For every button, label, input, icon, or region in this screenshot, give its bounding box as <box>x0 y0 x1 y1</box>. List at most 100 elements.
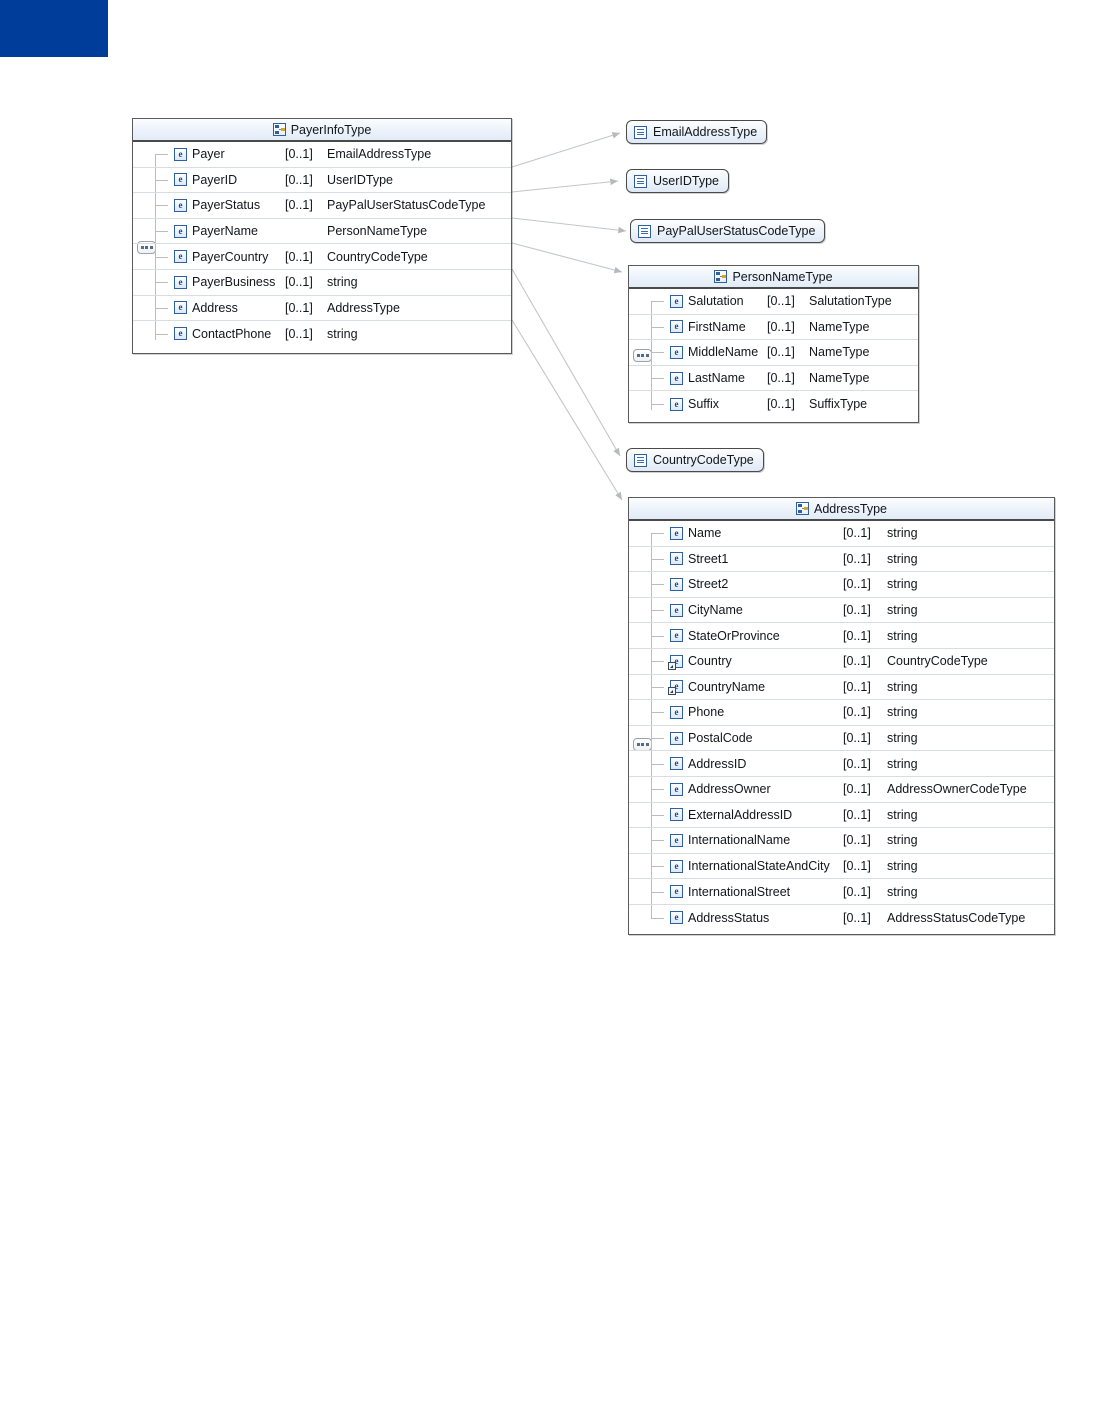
row-cardinality: [0..1] <box>843 577 871 592</box>
simple-type-paypaluserstatuscodetype[interactable]: PayPalUserStatusCodeType <box>630 219 826 243</box>
table-row[interactable]: e ExternalAddressID [0..1] string <box>629 803 1054 829</box>
simple-type-icon <box>638 224 651 238</box>
row-type: NameType <box>809 345 870 360</box>
simple-type-useridtype[interactable]: UserIDType <box>626 169 729 193</box>
row-element-name: Street1 <box>688 551 729 566</box>
complex-type-addresstype[interactable]: AddressType e Name [0..1] string e Stree… <box>628 497 1055 935</box>
element-icon: e <box>670 526 683 540</box>
row-cardinality: [0..1] <box>843 756 871 771</box>
table-row[interactable]: e Salutation [0..1] SalutationType <box>629 289 918 315</box>
row-stub <box>651 866 664 868</box>
table-row[interactable]: e Phone [0..1] string <box>629 700 1054 726</box>
row-element-name: PayerStatus <box>192 198 261 213</box>
table-row[interactable]: e InternationalName [0..1] string <box>629 828 1054 854</box>
element-icon: e <box>670 859 683 873</box>
table-row[interactable]: e InternationalStreet [0..1] string <box>629 879 1054 905</box>
row-cardinality: [0..1] <box>843 910 871 925</box>
row-cardinality: [0..1] <box>843 884 871 899</box>
table-row[interactable]: e AddressStatus [0..1] AddressStatusCode… <box>629 905 1054 931</box>
row-stub <box>651 635 664 637</box>
row-stub <box>651 533 664 535</box>
row-element-name: StateOrProvince <box>688 628 780 643</box>
simple-type-countrycodetype[interactable]: CountryCodeType <box>626 448 764 472</box>
complex-type-body: e Salutation [0..1] SalutationType e Fir… <box>629 289 918 422</box>
complex-type-body: e Name [0..1] string e Street1 [0..1] st… <box>629 521 1054 934</box>
row-cardinality: [0..1] <box>843 807 871 822</box>
row-element-name: ExternalAddressID <box>688 807 793 822</box>
element-icon: e <box>174 275 187 289</box>
simple-type-label: EmailAddressType <box>653 125 758 139</box>
row-type: SalutationType <box>809 294 892 309</box>
table-row[interactable]: e Suffix [0..1] SuffixType <box>629 391 918 417</box>
simple-type-label: PayPalUserStatusCodeType <box>657 224 816 238</box>
element-icon: e <box>174 250 187 264</box>
element-icon: e <box>670 345 683 359</box>
row-stub <box>651 378 664 380</box>
table-row[interactable]: e InternationalStateAndCity [0..1] strin… <box>629 854 1054 880</box>
table-row[interactable]: e StateOrProvince [0..1] string <box>629 623 1054 649</box>
row-stub <box>651 738 664 740</box>
table-row[interactable]: e ContactPhone [0..1] string <box>133 321 511 347</box>
row-element-name: Street2 <box>688 577 729 592</box>
row-stub <box>651 917 664 919</box>
simple-type-icon <box>634 453 647 467</box>
element-icon: e <box>670 552 683 566</box>
row-element-name: CountryName <box>688 679 766 694</box>
table-row[interactable]: e LastName [0..1] NameType <box>629 366 918 392</box>
row-cardinality: [0..1] <box>767 345 795 360</box>
edge-payerid-to-useridtype <box>511 178 619 193</box>
table-row[interactable]: e Street1 [0..1] string <box>629 547 1054 573</box>
element-icon: e <box>670 629 683 643</box>
table-row[interactable]: e AddressID [0..1] string <box>629 751 1054 777</box>
element-ref-icon: e <box>668 680 683 696</box>
table-row[interactable]: e Country [0..1] CountryCodeType <box>629 649 1054 675</box>
row-stub <box>651 891 664 893</box>
row-cardinality: [0..1] <box>285 326 313 341</box>
element-icon: e <box>670 397 683 411</box>
row-element-name: LastName <box>688 371 745 386</box>
simple-type-emailaddresstype[interactable]: EmailAddressType <box>626 120 768 144</box>
table-row[interactable]: e FirstName [0..1] NameType <box>629 315 918 341</box>
row-type: string <box>887 603 918 618</box>
table-row[interactable]: e Name [0..1] string <box>629 521 1054 547</box>
complex-type-title: AddressType <box>814 501 887 516</box>
element-icon: e <box>670 911 683 925</box>
row-cardinality: [0..1] <box>285 300 313 315</box>
edge-payercountry-to-countrycodetype <box>511 268 621 457</box>
table-row[interactable]: e Payer [0..1] EmailAddressType <box>133 142 511 168</box>
table-row[interactable]: e PayerName PersonNameType <box>133 219 511 245</box>
table-row[interactable]: e Street2 [0..1] string <box>629 572 1054 598</box>
row-type: string <box>887 859 918 874</box>
row-cardinality: [0..1] <box>767 294 795 309</box>
table-row[interactable]: e PostalCode [0..1] string <box>629 726 1054 752</box>
table-row[interactable]: e CityName [0..1] string <box>629 598 1054 624</box>
row-stub <box>155 256 168 258</box>
complex-type-payerinfotype[interactable]: PayerInfoType e Payer [0..1] EmailAddres… <box>132 118 512 354</box>
table-row[interactable]: e MiddleName [0..1] NameType <box>629 340 918 366</box>
table-row[interactable]: e PayerStatus [0..1] PayPalUserStatusCod… <box>133 193 511 219</box>
table-row[interactable]: e PayerID [0..1] UserIDType <box>133 168 511 194</box>
row-type: AddressOwnerCodeType <box>887 782 1027 797</box>
row-type: AddressStatusCodeType <box>887 910 1026 925</box>
row-element-name: InternationalStreet <box>688 884 791 899</box>
table-row[interactable]: e AddressOwner [0..1] AddressOwnerCodeTy… <box>629 777 1054 803</box>
row-stub <box>155 205 168 207</box>
row-element-name: Phone <box>688 705 725 720</box>
table-row[interactable]: e Address [0..1] AddressType <box>133 296 511 322</box>
element-icon: e <box>670 294 683 308</box>
row-stub <box>651 404 664 406</box>
tree-rail <box>155 155 156 340</box>
row-stub <box>155 154 168 156</box>
row-cardinality: [0..1] <box>843 782 871 797</box>
complex-type-personnametype[interactable]: PersonNameType e Salutation [0..1] Salut… <box>628 265 919 423</box>
row-element-name: InternationalName <box>688 833 791 848</box>
row-cardinality: [0..1] <box>767 319 795 334</box>
row-element-name: Suffix <box>688 397 720 412</box>
edge-payer-to-emailaddresstype <box>511 132 621 168</box>
element-icon: e <box>670 833 683 847</box>
element-icon: e <box>670 705 683 719</box>
row-element-name: PostalCode <box>688 731 753 746</box>
table-row[interactable]: e PayerBusiness [0..1] string <box>133 270 511 296</box>
table-row[interactable]: e CountryName [0..1] string <box>629 675 1054 701</box>
table-row[interactable]: e PayerCountry [0..1] CountryCodeType <box>133 244 511 270</box>
